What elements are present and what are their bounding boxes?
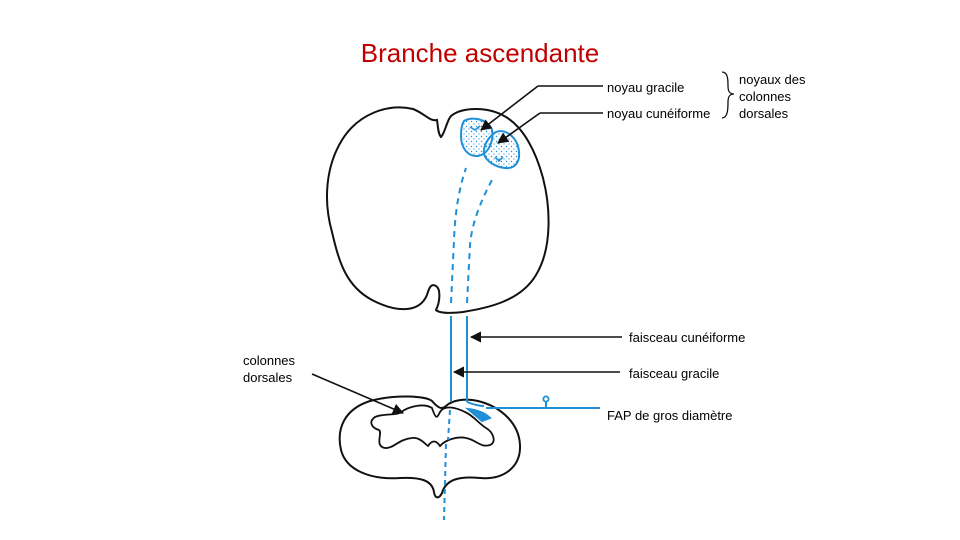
label-colonnes-dorsales: colonnes dorsales [243, 352, 295, 386]
pathway [443, 167, 600, 521]
label-noyau-cuneiforme: noyau cunéiforme [607, 106, 711, 121]
label-faisceau-gracile: faisceau gracile [629, 366, 720, 381]
label-noyau-gracile: noyau gracile [607, 80, 685, 95]
nuclei-brace [721, 71, 735, 119]
slide-title: Branche ascendante [360, 38, 600, 68]
label-noyaux-group-line: noyaux des [739, 72, 806, 87]
label-faisceau-cuneiforme: faisceau cunéiforme [629, 330, 746, 345]
label-noyaux-group-line: dorsales [739, 106, 789, 121]
medulla-outline [326, 106, 550, 314]
label-noyaux-group: noyaux des colonnes dorsales [739, 71, 806, 122]
label-noyaux-group-line: colonnes [739, 89, 792, 104]
nucleus-cuneatus [482, 130, 521, 170]
label-colonnes-dorsales-line: dorsales [243, 370, 293, 385]
label-colonnes-dorsales-line: colonnes [243, 353, 296, 368]
spinal-cord-outline [338, 395, 522, 499]
label-fap: FAP de gros diamètre [607, 408, 733, 423]
pointer-arrows [311, 85, 622, 415]
gray-matter [370, 404, 495, 449]
